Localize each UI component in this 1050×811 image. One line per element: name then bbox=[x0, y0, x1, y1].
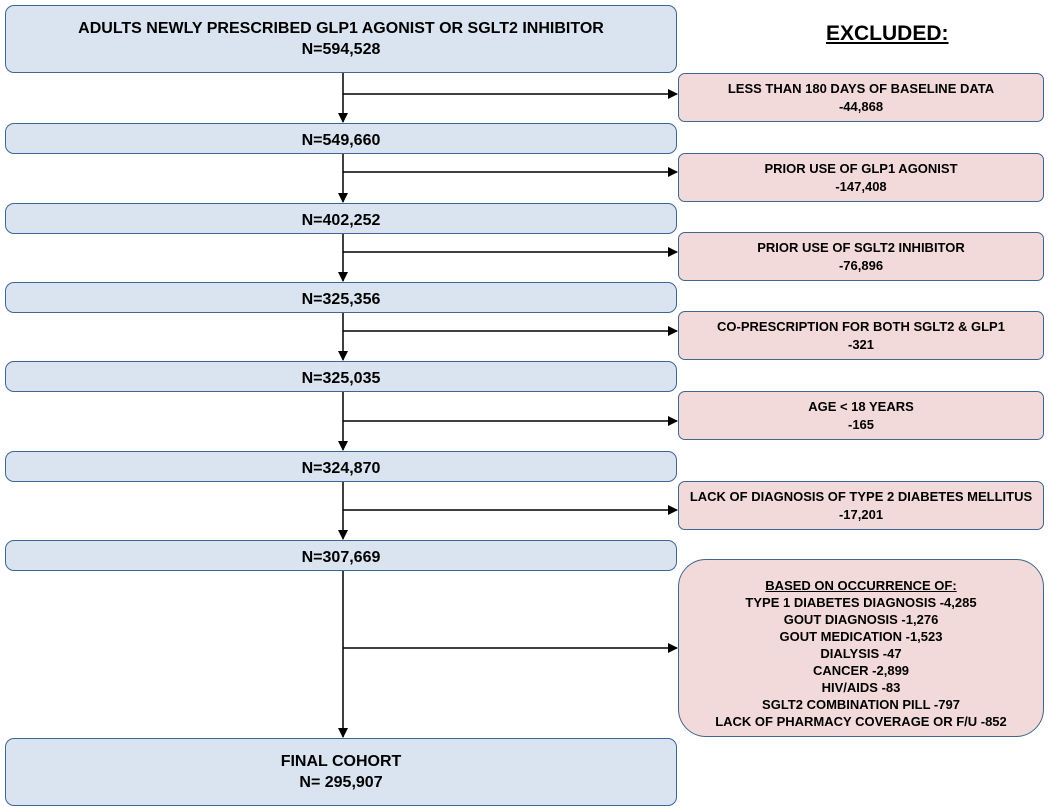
exclusion-reason: LACK OF DIAGNOSIS OF TYPE 2 DIABETES MEL… bbox=[689, 488, 1033, 504]
main-box-step-2: N=402,252 bbox=[5, 203, 677, 234]
exclusion-count: -321 bbox=[847, 336, 875, 352]
exclusion-count: -147,408 bbox=[835, 178, 887, 194]
exclusion-reason: LESS THAN 180 DAYS OF BASELINE DATA bbox=[727, 80, 995, 96]
exclusion-box-age: AGE < 18 YEARS -165 bbox=[678, 391, 1044, 440]
main-box-count: N= 295,907 bbox=[299, 774, 383, 791]
main-box-count: N=325,356 bbox=[301, 291, 381, 308]
exclusion-count: -44,868 bbox=[838, 98, 884, 114]
exclusion-box-prior-sglt2: PRIOR USE OF SGLT2 INHIBITOR -76,896 bbox=[678, 232, 1044, 281]
exclusion-item: GOUT MEDICATION -1,523 bbox=[779, 628, 943, 644]
main-box-step-6: N=307,669 bbox=[5, 540, 677, 571]
exclusion-item: CANCER -2,899 bbox=[812, 662, 910, 678]
main-box-title: FINAL COHORT bbox=[280, 753, 402, 770]
exclusion-box-baseline-data: LESS THAN 180 DAYS OF BASELINE DATA -44,… bbox=[678, 73, 1044, 122]
main-box-count: N=549,660 bbox=[301, 132, 381, 149]
main-box-count: N=402,252 bbox=[301, 212, 381, 229]
main-box-title: ADULTS NEWLY PRESCRIBED GLP1 AGONIST OR … bbox=[78, 20, 604, 37]
exclusion-box-occurrence: BASED ON OCCURRENCE OF: TYPE 1 DIABETES … bbox=[678, 559, 1044, 737]
main-box-step-1: N=549,660 bbox=[5, 123, 677, 154]
exclusion-item: DIALYSIS -47 bbox=[820, 645, 902, 661]
exclusion-heading: BASED ON OCCURRENCE OF: bbox=[765, 577, 957, 593]
main-box-step-4: N=325,035 bbox=[5, 361, 677, 392]
main-box-step-5: N=324,870 bbox=[5, 451, 677, 482]
main-box-step-3: N=325,356 bbox=[5, 282, 677, 313]
main-box-count: N=594,528 bbox=[301, 41, 381, 58]
exclusion-box-prior-glp1: PRIOR USE OF GLP1 AGONIST -147,408 bbox=[678, 153, 1044, 202]
exclusion-count: -17,201 bbox=[838, 506, 884, 522]
exclusion-item: LACK OF PHARMACY COVERAGE OR F/U -852 bbox=[715, 713, 1007, 729]
main-box-final-cohort: FINAL COHORT N= 295,907 bbox=[5, 738, 677, 806]
exclusion-box-co-prescription: CO-PRESCRIPTION FOR BOTH SGLT2 & GLP1 -3… bbox=[678, 311, 1044, 360]
exclusion-count: -165 bbox=[847, 416, 875, 432]
exclusion-count: -76,896 bbox=[838, 257, 884, 273]
exclusion-item: TYPE 1 DIABETES DIAGNOSIS -4,285 bbox=[745, 594, 977, 610]
exclusion-box-no-t2dm-diagnosis: LACK OF DIAGNOSIS OF TYPE 2 DIABETES MEL… bbox=[678, 481, 1044, 530]
exclusion-reason: AGE < 18 YEARS bbox=[808, 398, 914, 414]
exclusion-item: HIV/AIDS -83 bbox=[821, 679, 901, 695]
exclusion-reason: PRIOR USE OF GLP1 AGONIST bbox=[764, 160, 958, 176]
main-box-count: N=325,035 bbox=[301, 370, 381, 387]
main-box-initial: ADULTS NEWLY PRESCRIBED GLP1 AGONIST OR … bbox=[5, 5, 677, 73]
exclusion-reason: PRIOR USE OF SGLT2 INHIBITOR bbox=[757, 239, 965, 255]
excluded-heading: EXCLUDED: bbox=[826, 22, 949, 45]
exclusion-item: SGLT2 COMBINATION PILL -797 bbox=[762, 696, 960, 712]
main-box-count: N=324,870 bbox=[301, 460, 381, 477]
exclusion-item: GOUT DIAGNOSIS -1,276 bbox=[783, 611, 939, 627]
exclusion-reason: CO-PRESCRIPTION FOR BOTH SGLT2 & GLP1 bbox=[717, 318, 1005, 334]
main-box-count: N=307,669 bbox=[301, 549, 381, 566]
